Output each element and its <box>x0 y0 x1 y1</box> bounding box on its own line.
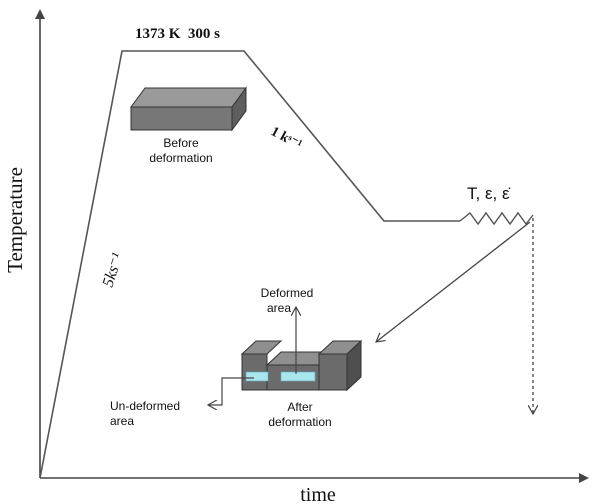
before-deformation-block <box>130 86 247 132</box>
deformed-label-line2: area <box>267 301 291 315</box>
undeformed-label-line1: Un-deformed <box>110 399 180 413</box>
deformation-params-label: T, ε, ε̇ <box>467 184 511 203</box>
deformed-region <box>280 371 316 382</box>
specimen-arrow <box>376 221 531 342</box>
before-label-line2: deformation <box>149 151 212 165</box>
undeformed-label-line2: area <box>110 414 134 428</box>
after-label-line1: After <box>287 400 312 414</box>
cooling-rate-label: 1 kˢ⁻¹ <box>268 124 304 153</box>
after-label-line2: deformation <box>268 415 331 429</box>
hold-label: 1373 K 300 s <box>135 26 220 42</box>
deformed-label-line1: Deformed <box>261 286 314 300</box>
before-label-line1: Before <box>163 136 199 150</box>
heating-cooling-profile <box>39 50 460 479</box>
undeformed-region <box>245 371 269 382</box>
y-axis-label: Temperature <box>3 167 27 273</box>
heating-rate-label: 5ks⁻¹ <box>100 251 127 289</box>
deformation-zigzag <box>459 211 534 226</box>
after-deformation-specimen <box>240 339 363 392</box>
x-axis-label: time <box>300 484 336 504</box>
undeformed-area-arrow <box>208 377 254 405</box>
